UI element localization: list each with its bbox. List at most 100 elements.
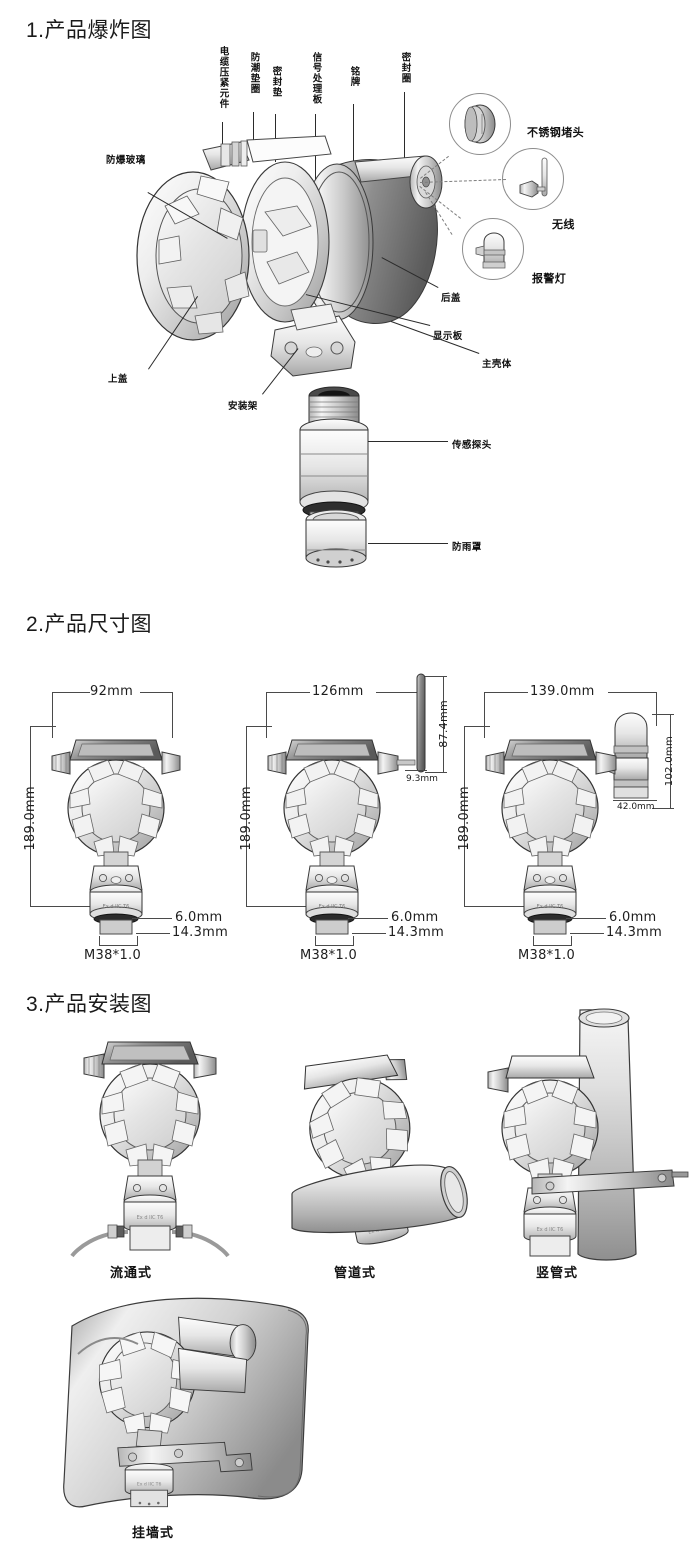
- dim-143mm-standard: 14.3mm: [172, 925, 229, 940]
- dimext-ant-bot: [425, 772, 447, 773]
- dimline-lamp-h: [670, 714, 671, 808]
- caption-vertical-pipe-type: 竖管式: [536, 1266, 579, 1281]
- dim-height-standard: 189.0mm: [23, 786, 38, 851]
- callout-seal-pad: 密封垫: [270, 66, 282, 98]
- dim-height-wireless: 189.0mm: [239, 786, 254, 851]
- dim-width-alarm: 139.0mm: [530, 684, 595, 699]
- detail-bubble-alarm: [462, 218, 524, 280]
- installation-vertical-pipe-art: Ex d IIC T6: [476, 1008, 689, 1261]
- section-title-installation: 3.产品安装图: [26, 993, 153, 1016]
- callout-top-cover: 上盖: [108, 374, 128, 385]
- dimline-h2: [246, 726, 247, 906]
- display-board-housing: [240, 161, 330, 323]
- dim-143mm-alarm: 14.3mm: [606, 925, 663, 940]
- callout-wireless: 无线: [552, 218, 575, 231]
- dimline-thread-3: [533, 945, 571, 946]
- dimext-w3-left: [484, 692, 485, 738]
- section-title-dimensions: 2.产品尺寸图: [26, 613, 153, 636]
- dim-thread-alarm: M38*1.0: [518, 948, 576, 963]
- stainless-plug-art: [456, 100, 504, 148]
- svg-text:Ex d IIC T6: Ex d IIC T6: [137, 1215, 164, 1221]
- leader-seal-ring: [404, 92, 405, 162]
- dim-lamp-width: 42.0mm: [617, 802, 655, 812]
- dimline-thread-1: [99, 945, 137, 946]
- dimext-lamp-bot: [652, 808, 674, 809]
- front-cover-assembly: [136, 171, 250, 341]
- dimext-w2-left: [266, 692, 267, 738]
- dimline-143mm-2: [352, 933, 386, 934]
- dimext-lamp-top: [652, 714, 674, 715]
- dimline-6mm-3: [566, 918, 606, 919]
- callout-mounting-bracket: 安装架: [228, 401, 258, 412]
- svg-text:Ex d IIC T6: Ex d IIC T6: [537, 904, 564, 910]
- leader-sensor-probe: [368, 441, 448, 442]
- leader-seal-pad: [275, 114, 276, 162]
- dimext-h2-top: [246, 726, 272, 727]
- dimext-thread-2-r: [353, 936, 354, 946]
- dimext-ant-top: [425, 676, 447, 677]
- callout-cable-gland: 电缆压紧元件: [217, 46, 229, 109]
- dim-thread-standard: M38*1.0: [84, 948, 142, 963]
- dim-width-standard: 92mm: [90, 684, 134, 699]
- callout-alarm-light: 报警灯: [532, 272, 567, 285]
- mounting-bracket: [270, 303, 356, 377]
- callout-display-board: 显示板: [433, 331, 463, 342]
- dimext-thread-3-l: [533, 936, 534, 946]
- callout-nameplate: 铭牌: [348, 66, 360, 87]
- dimline-h1: [30, 726, 31, 906]
- dimline-143mm-1: [136, 933, 170, 934]
- dim-antenna-width: 9.3mm: [406, 774, 438, 784]
- device-front-standard: Ex d IIC T6: [48, 716, 184, 940]
- dim-antenna-height: 87.4mm: [437, 700, 450, 748]
- dim-thread-wireless: M38*1.0: [300, 948, 358, 963]
- dimline-143mm-3: [570, 933, 604, 934]
- dimline-w3-right: [608, 692, 656, 693]
- dimext-w1-left: [52, 692, 53, 738]
- dimext-thread-1-r: [137, 936, 138, 946]
- installation-flow-art: Ex d IIC T6: [66, 1036, 266, 1258]
- callout-signal-board: 信号处理板: [310, 52, 322, 105]
- dim-6mm-wireless: 6.0mm: [391, 910, 439, 925]
- leader-nameplate: [353, 104, 354, 166]
- antenna-art: [412, 672, 432, 782]
- dimext-h1-top: [30, 726, 56, 727]
- leader-rain-cover: [368, 543, 448, 544]
- cable-gland-assembly: [202, 135, 332, 171]
- dimline-h3: [464, 726, 465, 906]
- dim-143mm-wireless: 14.3mm: [388, 925, 445, 940]
- caption-wall-mount-type: 挂墙式: [132, 1526, 175, 1541]
- exploded-device-artwork: [125, 120, 465, 390]
- detail-bubble-plug: [449, 93, 511, 155]
- leader-moisture-gasket: [253, 112, 254, 158]
- svg-text:Ex d IIC T6: Ex d IIC T6: [137, 1482, 162, 1488]
- dimline-6mm-2: [348, 918, 388, 919]
- dimline-w1-right: [140, 692, 172, 693]
- dimline-ant-h: [443, 676, 444, 772]
- callout-sensor-probe: 传感探头: [452, 440, 492, 451]
- dimline-w3-left: [484, 692, 528, 693]
- callout-rain-cover: 防雨罩: [452, 542, 482, 553]
- dimext-thread-2-l: [315, 936, 316, 946]
- dim-lamp-height: 102.0mm: [664, 736, 675, 787]
- rain-cover-artwork: [300, 508, 372, 578]
- callout-rear-cover: 后盖: [441, 293, 461, 304]
- dimline-w2-left: [266, 692, 310, 693]
- svg-text:Ex d IIC T6: Ex d IIC T6: [537, 1227, 564, 1233]
- device-front-wireless: Ex d IIC T6: [264, 716, 416, 940]
- dimext-w1-right: [172, 692, 173, 738]
- dimext-h3-bot: [464, 906, 524, 907]
- dim-width-wireless: 126mm: [312, 684, 364, 699]
- dimline-6mm-1: [132, 918, 172, 919]
- callout-main-housing: 主壳体: [482, 359, 512, 370]
- callout-stainless-plug: 不锈钢堵头: [527, 126, 584, 139]
- dimext-w3-right: [656, 692, 657, 726]
- svg-text:Ex d IIC T6: Ex d IIC T6: [319, 904, 346, 910]
- dim-6mm-standard: 6.0mm: [175, 910, 223, 925]
- alarm-light-art: [474, 224, 518, 276]
- dim-height-alarm: 189.0mm: [457, 786, 472, 851]
- dim-6mm-alarm: 6.0mm: [609, 910, 657, 925]
- section-title-exploded: 1.产品爆炸图: [26, 19, 153, 42]
- callout-seal-ring: 密封圈: [399, 52, 411, 84]
- callout-moisture-gasket: 防潮垫圈: [248, 52, 260, 94]
